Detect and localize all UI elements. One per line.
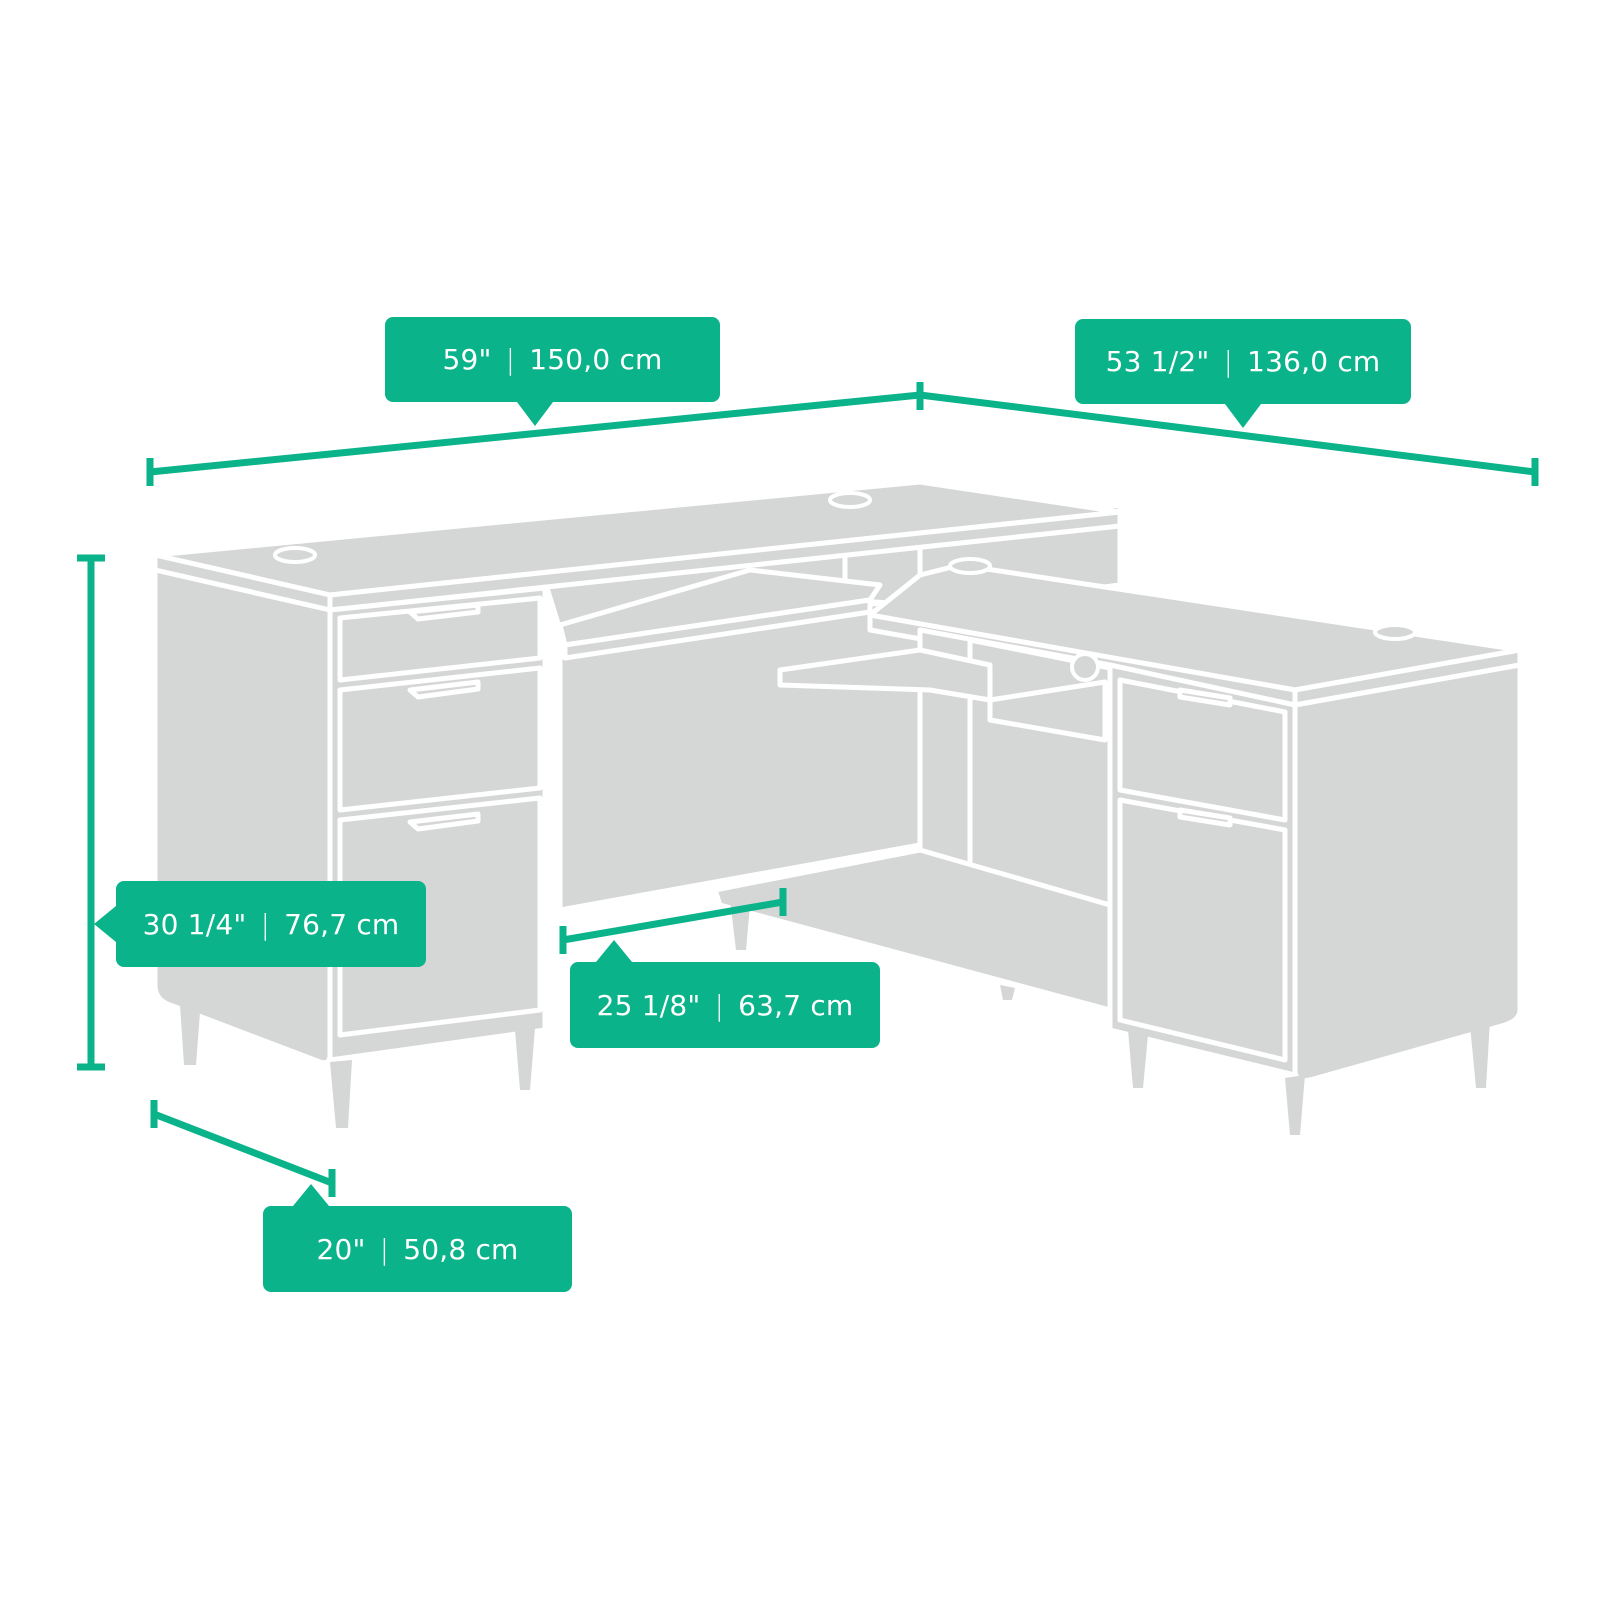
width-left-line — [149, 391, 921, 476]
pointer-arrow — [293, 1184, 329, 1206]
depth-imperial: 20" — [316, 1232, 366, 1266]
pointer-arrow — [94, 906, 116, 942]
width-left-label: 59" | 150,0 cm — [385, 317, 720, 426]
pointer-arrow — [1225, 404, 1261, 428]
separator: | — [714, 988, 725, 1022]
knee-space-imperial: 25 1/8" — [596, 988, 701, 1022]
pointer-arrow — [596, 940, 632, 962]
width-right-label: 53 1/2" | 136,0 cm — [1075, 319, 1411, 428]
width-left-metric: 150,0 cm — [529, 343, 663, 376]
knee-space-label: 25 1/8" | 63,7 cm — [570, 940, 880, 1048]
width-right-metric: 136,0 cm — [1247, 345, 1381, 378]
depth-line — [152, 1110, 334, 1187]
separator: | — [260, 907, 271, 941]
knee-space-line — [562, 898, 784, 944]
depth-metric: 50,8 cm — [403, 1232, 519, 1266]
height-label: 30 1/4" | 76,7 cm — [94, 881, 426, 967]
width-left-imperial: 59" — [442, 343, 492, 376]
dimension-lines — [77, 382, 1539, 1197]
pointer-arrow — [517, 402, 553, 426]
width-right-line — [919, 391, 1536, 476]
height-metric: 76,7 cm — [284, 907, 400, 941]
separator: | — [379, 1232, 390, 1266]
separator: | — [1223, 345, 1234, 378]
width-right-imperial: 53 1/2" — [1105, 345, 1210, 378]
knee-space-metric: 63,7 cm — [738, 988, 854, 1022]
height-imperial: 30 1/4" — [142, 907, 247, 941]
depth-label: 20" | 50,8 cm — [263, 1184, 572, 1292]
separator: | — [505, 343, 516, 376]
